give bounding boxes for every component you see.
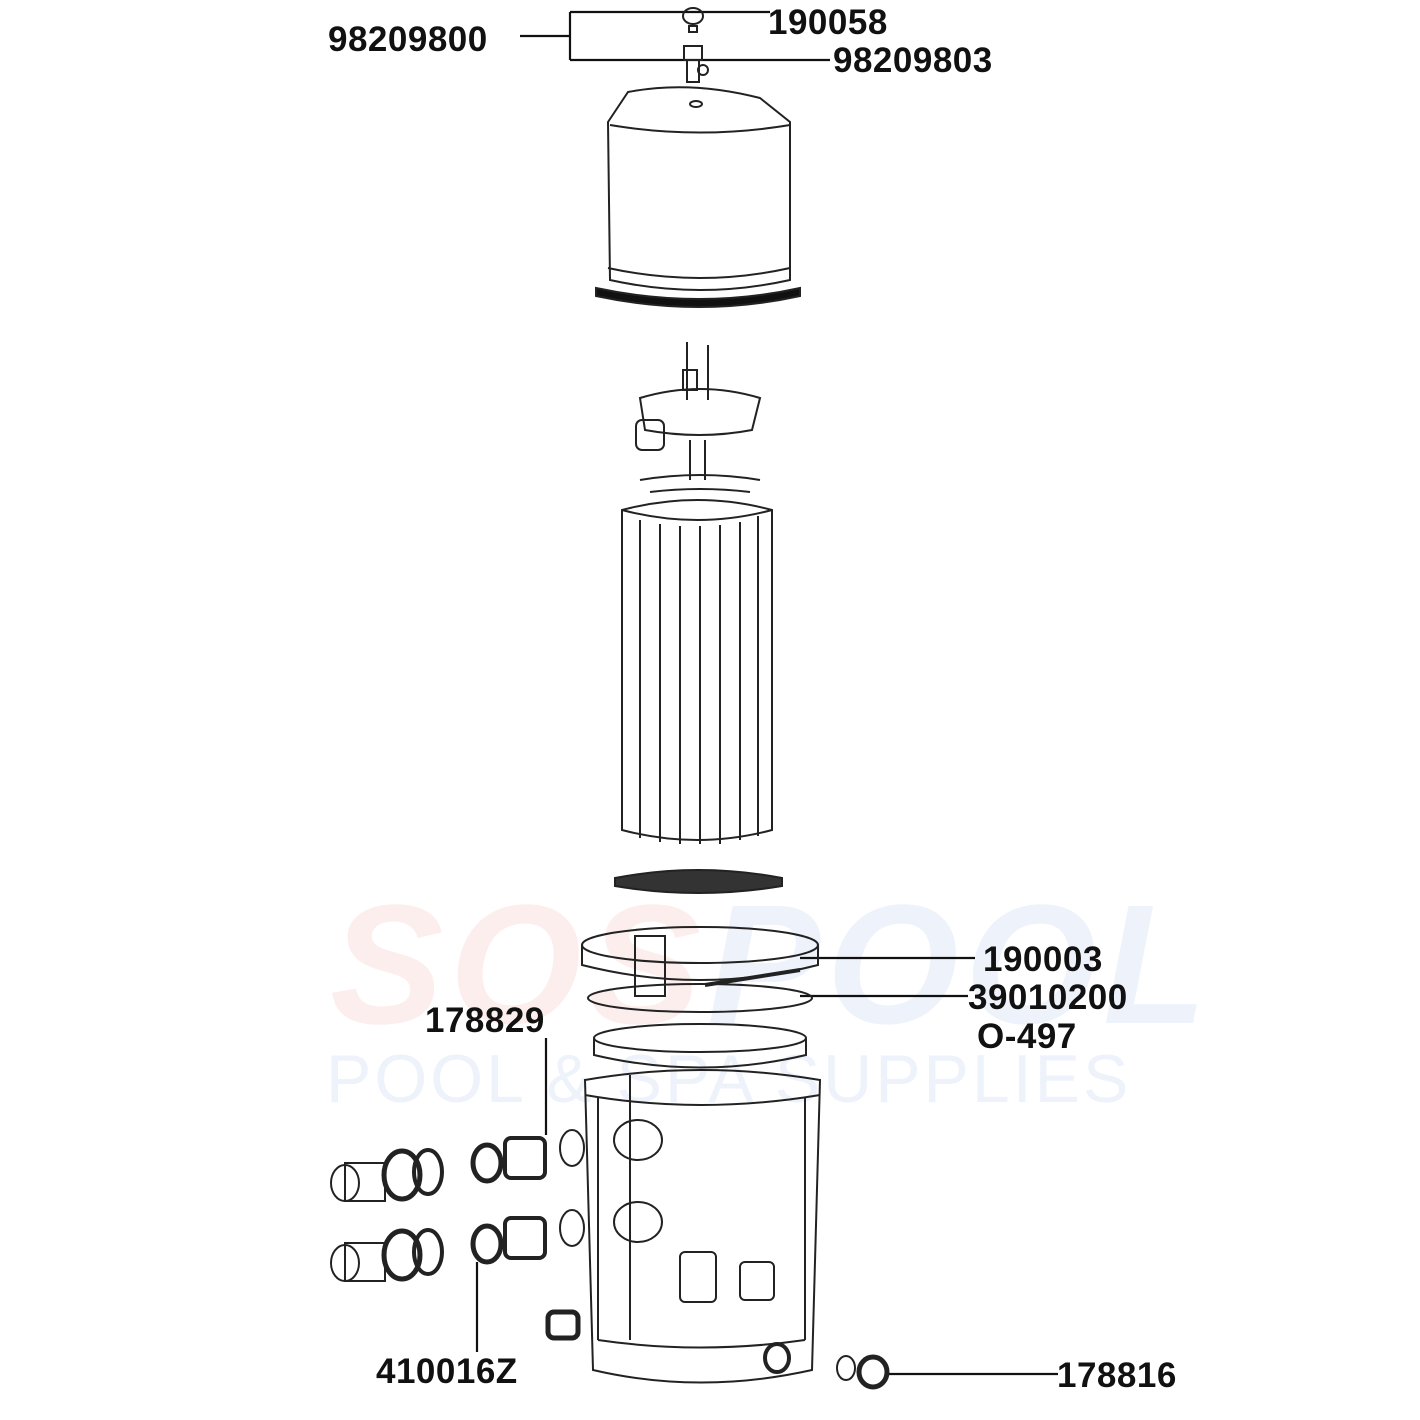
air-valve-part	[683, 45, 709, 83]
label-178816: 178816	[1057, 1356, 1177, 1395]
union-right-top-part	[470, 1129, 585, 1184]
union-right-bottom-part	[470, 1209, 585, 1265]
label-190003: 190003	[983, 940, 1103, 979]
leader-lines	[475, 10, 1058, 1376]
label-410016z: 410016Z	[376, 1352, 518, 1391]
label-o-497: O-497	[977, 1017, 1077, 1056]
label-178829: 178829	[425, 1001, 545, 1040]
union-left-bottom-part	[330, 1228, 444, 1282]
drain-plug-right-part	[836, 1354, 890, 1390]
tank-lid-part	[595, 86, 801, 308]
watermark-logo: SOSPOOL	[330, 870, 1213, 1060]
bottom-manifold-part	[614, 869, 783, 894]
drain-plug-left-part	[545, 1309, 581, 1341]
label-98209803: 98209803	[833, 41, 993, 80]
manifold-part	[635, 342, 762, 493]
union-left-top-part	[330, 1148, 444, 1202]
label-39010200: 39010200	[968, 978, 1128, 1017]
o-ring-part	[587, 983, 813, 1013]
gauge-ring-part	[682, 7, 704, 33]
tank-body-part	[583, 1069, 822, 1384]
seal-ring-part	[593, 1023, 807, 1069]
clamp-part	[581, 926, 819, 997]
label-98209800: 98209800	[328, 20, 488, 59]
label-190058: 190058	[768, 3, 888, 42]
watermark-tagline: POOL & SPA SUPPLIES	[326, 1041, 1132, 1117]
filter-cartridge-part	[621, 499, 773, 844]
